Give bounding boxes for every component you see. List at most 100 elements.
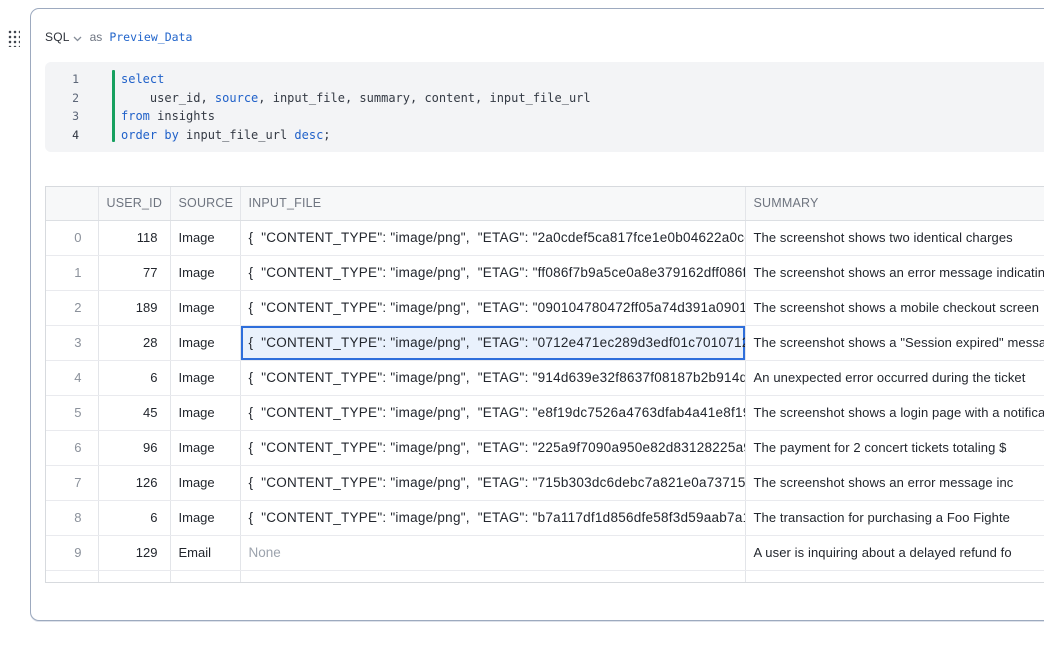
- input-file-cell-selected[interactable]: { "CONTENT_TYPE": "image/png", "ETAG": "…: [240, 325, 746, 361]
- source-cell[interactable]: Email: [170, 535, 241, 571]
- input-file-cell[interactable]: { "CONTENT_TYPE": "image/png", "ETAG": "…: [240, 290, 746, 326]
- column-header-user-id[interactable]: USER_ID: [98, 187, 171, 221]
- column-header-index[interactable]: [46, 187, 99, 221]
- execution-indicator-bar: [112, 70, 115, 142]
- summary-cell[interactable]: The payment for 2 concert tickets totali…: [745, 430, 1044, 466]
- input-file-cell[interactable]: None: [240, 570, 746, 582]
- row-index-cell[interactable]: 10: [46, 570, 99, 582]
- table-row-partial: 10 141 Email None The user is inquiring …: [46, 570, 1044, 582]
- cell-type-dropdown[interactable]: SQL: [45, 30, 82, 45]
- chevron-down-icon: [73, 31, 82, 45]
- table-row: 3 28 Image { "CONTENT_TYPE": "image/png"…: [46, 325, 1044, 361]
- input-file-cell[interactable]: { "CONTENT_TYPE": "image/png", "ETAG": "…: [240, 255, 746, 291]
- input-file-cell[interactable]: { "CONTENT_TYPE": "image/png", "ETAG": "…: [240, 360, 746, 396]
- row-index-cell[interactable]: 4: [46, 360, 99, 396]
- row-index-cell[interactable]: 3: [46, 325, 99, 361]
- source-cell[interactable]: Image: [170, 360, 241, 396]
- column-header-source[interactable]: SOURCE: [170, 187, 241, 221]
- row-index-cell[interactable]: 9: [46, 535, 99, 571]
- sql-text: insights: [149, 109, 215, 123]
- sql-editor[interactable]: 1 2 3 4 select user_id, source, input_fi…: [45, 62, 1044, 152]
- table-row: 5 45 Image { "CONTENT_TYPE": "image/png"…: [46, 395, 1044, 431]
- sql-code[interactable]: select user_id, source, input_file, summ…: [121, 70, 591, 144]
- sql-keyword: desc: [294, 127, 324, 142]
- column-header-summary[interactable]: SUMMARY: [745, 187, 1044, 221]
- results-table-container: USER_ID SOURCE INPUT_FILE SUMMARY 0 118 …: [45, 186, 1044, 583]
- row-index-cell[interactable]: 8: [46, 500, 99, 536]
- line-number: 1: [72, 72, 79, 86]
- user-id-cell[interactable]: 6: [98, 360, 171, 396]
- line-number: 4: [72, 127, 79, 142]
- summary-cell[interactable]: The user is inquiring about a payment: [745, 570, 1044, 582]
- source-cell[interactable]: Image: [170, 395, 241, 431]
- sql-keyword: order by: [121, 127, 179, 142]
- sql-cell-card: SQL as Preview_Data 1 2 3 4 select user_…: [30, 8, 1044, 621]
- user-id-cell[interactable]: 141: [98, 570, 171, 582]
- row-index-cell[interactable]: 5: [46, 395, 99, 431]
- sql-text: user_id,: [121, 90, 215, 105]
- summary-cell[interactable]: An unexpected error occurred during the …: [745, 360, 1044, 396]
- line-number: 3: [72, 109, 79, 123]
- source-cell[interactable]: Image: [170, 430, 241, 466]
- summary-cell[interactable]: The transaction for purchasing a Foo Fig…: [745, 500, 1044, 536]
- input-file-cell[interactable]: { "CONTENT_TYPE": "image/png", "ETAG": "…: [240, 220, 746, 256]
- user-id-cell[interactable]: 189: [98, 290, 171, 326]
- sql-text: , input_file, summary, content, input_fi…: [258, 90, 591, 105]
- user-id-cell[interactable]: 126: [98, 465, 171, 501]
- user-id-cell[interactable]: 129: [98, 535, 171, 571]
- source-cell[interactable]: Image: [170, 290, 241, 326]
- line-number: 2: [72, 90, 79, 105]
- user-id-cell[interactable]: 77: [98, 255, 171, 291]
- source-cell[interactable]: Image: [170, 465, 241, 501]
- table-row: 6 96 Image { "CONTENT_TYPE": "image/png"…: [46, 430, 1044, 466]
- input-file-cell[interactable]: { "CONTENT_TYPE": "image/png", "ETAG": "…: [240, 500, 746, 536]
- row-index-cell[interactable]: 6: [46, 430, 99, 466]
- user-id-cell[interactable]: 6: [98, 500, 171, 536]
- input-file-cell[interactable]: { "CONTENT_TYPE": "image/png", "ETAG": "…: [240, 465, 746, 501]
- table-row: 0 118 Image { "CONTENT_TYPE": "image/png…: [46, 220, 1044, 256]
- source-cell[interactable]: Image: [170, 325, 241, 361]
- summary-cell[interactable]: The screenshot shows a "Session expired"…: [745, 325, 1044, 361]
- user-id-cell[interactable]: 45: [98, 395, 171, 431]
- row-index-cell[interactable]: 7: [46, 465, 99, 501]
- sql-keyword: source: [214, 90, 259, 105]
- header-row: USER_ID SOURCE INPUT_FILE SUMMARY: [46, 187, 1044, 221]
- sql-keyword: select: [121, 72, 165, 86]
- results-table: USER_ID SOURCE INPUT_FILE SUMMARY 0 118 …: [46, 187, 1044, 582]
- summary-cell[interactable]: The screenshot shows two identical charg…: [745, 220, 1044, 256]
- source-cell[interactable]: Image: [170, 255, 241, 291]
- input-file-cell[interactable]: { "CONTENT_TYPE": "image/png", "ETAG": "…: [240, 395, 746, 431]
- row-index-cell[interactable]: 1: [46, 255, 99, 291]
- user-id-cell[interactable]: 28: [98, 325, 171, 361]
- cell-type-label: SQL: [45, 30, 70, 44]
- line-number-gutter: 1 2 3 4: [45, 70, 79, 144]
- input-file-cell[interactable]: None: [240, 535, 746, 571]
- sql-text: input_file_url: [178, 127, 295, 142]
- source-cell[interactable]: Email: [170, 570, 241, 582]
- cell-name-link[interactable]: Preview_Data: [109, 30, 193, 44]
- summary-cell[interactable]: The screenshot shows a login page with a…: [745, 395, 1044, 431]
- table-row: 1 77 Image { "CONTENT_TYPE": "image/png"…: [46, 255, 1044, 291]
- user-id-cell[interactable]: 96: [98, 430, 171, 466]
- row-index-cell[interactable]: 2: [46, 290, 99, 326]
- drag-handle-icon[interactable]: [7, 29, 20, 47]
- summary-cell[interactable]: The screenshot shows a mobile checkout s…: [745, 290, 1044, 326]
- source-cell[interactable]: Image: [170, 220, 241, 256]
- table-row: 2 189 Image { "CONTENT_TYPE": "image/png…: [46, 290, 1044, 326]
- column-header-input-file[interactable]: INPUT_FILE: [240, 187, 746, 221]
- as-label: as: [89, 30, 103, 44]
- source-cell[interactable]: Image: [170, 500, 241, 536]
- cell-header: SQL as Preview_Data: [45, 29, 192, 45]
- table-row: 4 6 Image { "CONTENT_TYPE": "image/png",…: [46, 360, 1044, 396]
- user-id-cell[interactable]: 118: [98, 220, 171, 256]
- sql-keyword: from: [121, 109, 150, 123]
- summary-cell[interactable]: The screenshot shows an error message in…: [745, 255, 1044, 291]
- table-row: 8 6 Image { "CONTENT_TYPE": "image/png",…: [46, 500, 1044, 536]
- summary-cell[interactable]: A user is inquiring about a delayed refu…: [745, 535, 1044, 571]
- input-file-cell[interactable]: { "CONTENT_TYPE": "image/png", "ETAG": "…: [240, 430, 746, 466]
- table-row: 9 129 Email None A user is inquiring abo…: [46, 535, 1044, 571]
- row-index-cell[interactable]: 0: [46, 220, 99, 256]
- table-row: 7 126 Image { "CONTENT_TYPE": "image/png…: [46, 465, 1044, 501]
- summary-cell[interactable]: The screenshot shows an error message in…: [745, 465, 1044, 501]
